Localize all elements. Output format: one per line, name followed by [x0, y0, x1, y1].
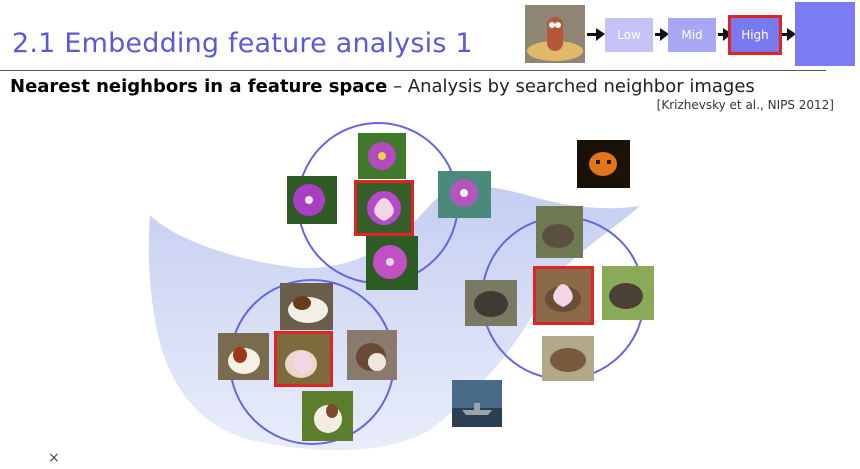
stage-mid: Mid — [668, 18, 716, 52]
subtitle-rest: – Analysis by searched neighbor images — [387, 76, 755, 97]
slide-subtitle: Nearest neighbors in a feature space – A… — [10, 76, 755, 97]
title-rule — [0, 70, 826, 71]
elephant-query-image — [533, 266, 594, 325]
close-icon[interactable]: × — [48, 450, 60, 466]
feature-manifold — [148, 186, 640, 451]
dog-neighbor-image — [280, 283, 333, 330]
pipeline-diagram: Low Mid High — [525, 0, 860, 70]
subtitle-bold: Nearest neighbors in a feature space — [10, 76, 388, 97]
arrow-3 — [718, 28, 732, 41]
elephant-neighbor-image — [536, 206, 583, 258]
arrow-1 — [587, 28, 605, 41]
dog-neighbor-image — [218, 333, 269, 380]
stage-low: Low — [605, 18, 653, 52]
source-image-thumbnail — [525, 5, 585, 63]
dog-neighbor-image — [347, 330, 397, 380]
flower-neighbor-image — [366, 236, 418, 290]
elephant-neighbor-image — [602, 266, 654, 320]
elephant-neighbor-image — [542, 336, 594, 381]
arrow-4 — [782, 28, 796, 41]
ship-outlier-image — [452, 380, 502, 427]
dog-neighbor-image — [302, 391, 353, 441]
pumpkin-outlier-image — [577, 140, 630, 188]
flower-neighbor-image — [287, 176, 337, 224]
stage-output — [795, 2, 855, 66]
elephant-neighbor-image — [465, 280, 517, 326]
flower-neighbor-image — [438, 171, 491, 218]
arrow-2 — [655, 28, 669, 41]
slide-title: 2.1 Embedding feature analysis 1 — [12, 28, 473, 59]
stage-high: High — [728, 15, 782, 55]
flower-query-image — [354, 180, 414, 236]
citation: [Krizhevsky et al., NIPS 2012] — [656, 98, 834, 112]
flower-neighbor-image — [358, 133, 406, 179]
dog-query-image — [274, 331, 333, 387]
